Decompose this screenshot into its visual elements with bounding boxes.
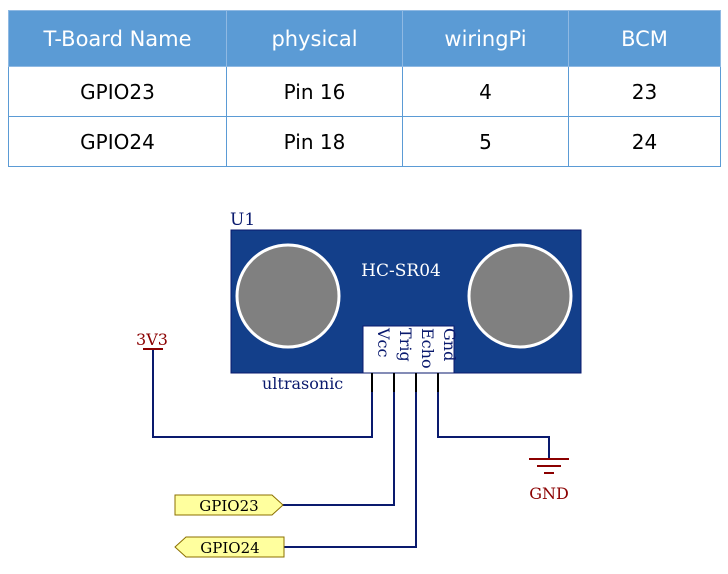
gpio23-port xyxy=(174,494,284,516)
table-header-row: T-Board Name physical wiringPi BCM xyxy=(8,10,721,67)
gpio24-port-label: GPIO24 xyxy=(200,539,259,557)
left-transducer xyxy=(235,243,341,349)
echo-wire xyxy=(284,392,417,548)
cell-name: GPIO23 xyxy=(8,66,227,117)
cell-name: GPIO24 xyxy=(8,116,227,167)
pin-trig-label: Trig xyxy=(396,328,415,362)
pin-mapping-table: T-Board Name physical wiringPi BCM GPIO2… xyxy=(8,10,721,167)
module-name: HC-SR04 xyxy=(361,261,441,281)
cell-wiringpi: 5 xyxy=(402,116,569,167)
pin-gnd-label: Gnd xyxy=(440,328,459,361)
pin-echo-label: Echo xyxy=(418,328,437,369)
table-row: GPIO23 Pin 16 4 23 xyxy=(8,66,721,117)
table-row: GPIO24 Pin 18 5 24 xyxy=(8,116,721,167)
header-bcm: BCM xyxy=(568,10,721,67)
pin-header-box xyxy=(362,325,455,374)
cell-bcm: 23 xyxy=(568,66,721,117)
cell-wiringpi: 4 xyxy=(402,66,569,117)
trig-wire xyxy=(282,392,395,506)
gnd-wire xyxy=(437,392,550,459)
pin-vcc-label: Vcc xyxy=(374,327,393,358)
gpio24-port xyxy=(174,536,285,558)
power-label: 3V3 xyxy=(136,330,168,349)
cell-bcm: 24 xyxy=(568,116,721,167)
header-tboard-name: T-Board Name xyxy=(8,10,227,67)
ground-icon xyxy=(529,458,569,474)
cell-physical: Pin 18 xyxy=(226,116,403,167)
right-transducer xyxy=(467,243,573,349)
module-label: ultrasonic xyxy=(262,374,343,393)
designator-label: U1 xyxy=(230,210,255,230)
vcc-wire xyxy=(152,349,373,438)
gpio23-port-label: GPIO23 xyxy=(199,497,258,515)
ground-label: GND xyxy=(529,484,569,503)
